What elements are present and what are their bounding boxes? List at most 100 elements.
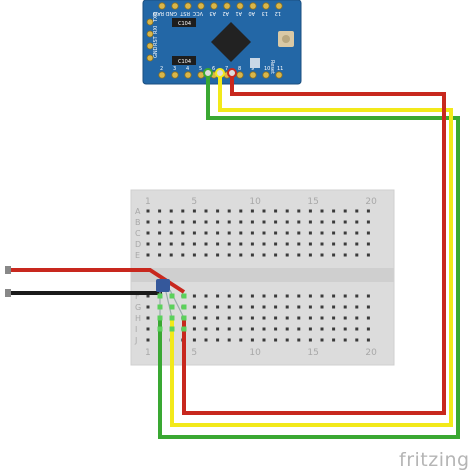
breadboard-hole[interactable]	[262, 242, 266, 246]
breadboard-hole[interactable]	[239, 316, 243, 320]
breadboard-hole[interactable]	[274, 327, 278, 331]
breadboard-hole[interactable]	[262, 209, 266, 213]
breadboard-hole[interactable]	[204, 327, 208, 331]
breadboard-hole[interactable]	[158, 209, 162, 213]
breadboard-hole[interactable]	[204, 220, 208, 224]
breadboard-hole[interactable]	[262, 316, 266, 320]
breadboard-hole[interactable]	[355, 338, 359, 342]
breadboard-hole[interactable]	[158, 253, 162, 257]
breadboard-hole[interactable]	[308, 220, 312, 224]
breadboard-hole[interactable]	[366, 242, 370, 246]
breadboard-hole[interactable]	[320, 316, 324, 320]
breadboard-hole[interactable]	[227, 231, 231, 235]
breadboard-hole[interactable]	[146, 242, 150, 246]
breadboard-hole[interactable]	[169, 231, 173, 235]
breadboard-hole[interactable]	[204, 231, 208, 235]
breadboard-hole[interactable]	[146, 294, 150, 298]
breadboard-hole[interactable]	[285, 294, 289, 298]
breadboard-hole[interactable]	[355, 242, 359, 246]
breadboard-hole[interactable]	[332, 316, 336, 320]
breadboard-hole[interactable]	[250, 209, 254, 213]
breadboard-hole[interactable]	[146, 231, 150, 235]
breadboard-hole[interactable]	[343, 253, 347, 257]
breadboard-hole[interactable]	[274, 242, 278, 246]
breadboard-hole[interactable]	[158, 242, 162, 246]
breadboard-hole[interactable]	[204, 294, 208, 298]
breadboard-hole[interactable]	[227, 338, 231, 342]
breadboard-hole[interactable]	[343, 338, 347, 342]
breadboard-hole[interactable]	[320, 220, 324, 224]
breadboard-hole[interactable]	[285, 327, 289, 331]
breadboard-hole[interactable]	[332, 294, 336, 298]
breadboard-hole[interactable]	[262, 338, 266, 342]
breadboard-hole[interactable]	[285, 242, 289, 246]
breadboard-hole[interactable]	[343, 209, 347, 213]
breadboard-hole[interactable]	[343, 294, 347, 298]
breadboard-hole[interactable]	[250, 338, 254, 342]
breadboard-hole[interactable]	[308, 338, 312, 342]
breadboard-hole[interactable]	[343, 220, 347, 224]
breadboard-hole[interactable]	[239, 327, 243, 331]
breadboard-hole[interactable]	[355, 327, 359, 331]
breadboard-hole[interactable]	[169, 253, 173, 257]
breadboard-hole[interactable]	[250, 316, 254, 320]
breadboard-hole[interactable]	[355, 305, 359, 309]
breadboard-hole[interactable]	[308, 242, 312, 246]
breadboard-hole[interactable]	[332, 209, 336, 213]
breadboard-hole[interactable]	[366, 253, 370, 257]
breadboard-hole[interactable]	[192, 209, 196, 213]
breadboard-hole[interactable]	[297, 338, 301, 342]
breadboard-hole[interactable]	[308, 231, 312, 235]
breadboard-hole[interactable]	[227, 316, 231, 320]
breadboard-hole[interactable]	[285, 253, 289, 257]
breadboard-hole[interactable]	[216, 327, 220, 331]
breadboard-hole[interactable]	[285, 305, 289, 309]
breadboard-hole[interactable]	[308, 327, 312, 331]
breadboard-hole[interactable]	[262, 220, 266, 224]
breadboard-hole[interactable]	[308, 305, 312, 309]
breadboard-hole[interactable]	[192, 242, 196, 246]
breadboard-hole[interactable]	[250, 220, 254, 224]
breadboard-hole[interactable]	[216, 316, 220, 320]
breadboard-hole[interactable]	[262, 294, 266, 298]
breadboard-hole[interactable]	[274, 220, 278, 224]
breadboard-hole[interactable]	[308, 209, 312, 213]
breadboard-hole[interactable]	[297, 316, 301, 320]
breadboard-hole[interactable]	[332, 242, 336, 246]
breadboard-hole[interactable]	[204, 253, 208, 257]
breadboard-hole[interactable]	[297, 253, 301, 257]
breadboard-hole[interactable]	[285, 220, 289, 224]
breadboard-hole[interactable]	[274, 231, 278, 235]
breadboard-hole[interactable]	[227, 294, 231, 298]
breadboard-hole[interactable]	[204, 305, 208, 309]
breadboard-hole[interactable]	[216, 305, 220, 309]
breadboard-hole[interactable]	[181, 231, 185, 235]
breadboard-hole[interactable]	[216, 338, 220, 342]
breadboard-hole[interactable]	[192, 220, 196, 224]
breadboard-hole[interactable]	[308, 253, 312, 257]
breadboard-hole[interactable]	[204, 316, 208, 320]
breadboard-hole[interactable]	[332, 327, 336, 331]
breadboard-hole[interactable]	[320, 231, 324, 235]
breadboard-hole[interactable]	[274, 316, 278, 320]
breadboard-hole[interactable]	[146, 209, 150, 213]
breadboard-hole[interactable]	[262, 231, 266, 235]
breadboard-hole[interactable]	[250, 294, 254, 298]
breadboard-hole[interactable]	[181, 220, 185, 224]
breadboard-hole[interactable]	[216, 294, 220, 298]
breadboard-hole[interactable]	[274, 338, 278, 342]
breadboard-hole[interactable]	[192, 253, 196, 257]
breadboard-hole[interactable]	[366, 305, 370, 309]
breadboard-hole[interactable]	[158, 220, 162, 224]
breadboard-hole[interactable]	[320, 327, 324, 331]
breadboard-hole[interactable]	[216, 220, 220, 224]
breadboard-hole[interactable]	[308, 294, 312, 298]
breadboard-hole[interactable]	[227, 327, 231, 331]
breadboard-hole[interactable]	[262, 305, 266, 309]
breadboard-hole[interactable]	[239, 305, 243, 309]
breadboard-hole[interactable]	[169, 220, 173, 224]
breadboard-hole[interactable]	[274, 209, 278, 213]
breadboard-hole[interactable]	[332, 338, 336, 342]
breadboard-hole[interactable]	[355, 209, 359, 213]
breadboard-hole[interactable]	[204, 338, 208, 342]
